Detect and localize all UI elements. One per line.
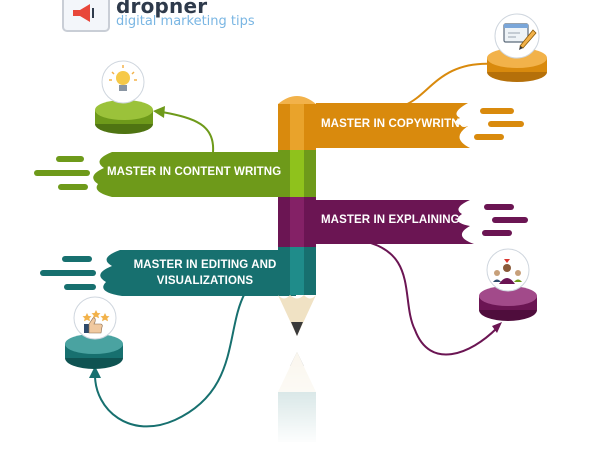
branch-explaining [316,200,528,244]
connector-editing [94,292,246,428]
label-explaining: MASTER IN EXPLAINING [321,214,460,226]
connector-copywriting [404,62,496,106]
label-content-writing: MASTER IN CONTENT WRITNG [107,166,282,178]
pedestal-content-writing [95,60,153,134]
connector-content-writing [161,111,215,153]
branch-editing [40,250,296,296]
brand-name: dropner [116,0,208,18]
brand-logo[interactable]: dropner digital marketing tips [62,0,282,34]
thumbs-up-stars-icon [82,310,110,334]
branch-content-writing [34,152,278,197]
brand-tagline: digital marketing tips [116,14,255,29]
pencil-reflection [278,352,318,444]
connector-explaining [357,239,498,356]
branch-copywriting [316,103,524,148]
browser-window-pen-icon [503,23,537,50]
pencil [278,96,316,336]
lightbulb-icon [109,65,137,91]
label-editing: MASTER IN EDITING AND VISUALIZATIONS [133,259,277,287]
presenter-icon [493,259,522,284]
megaphone-monitor-icon [62,0,110,32]
label-copywriting: MASTER IN COPYWRITNG [321,118,469,130]
